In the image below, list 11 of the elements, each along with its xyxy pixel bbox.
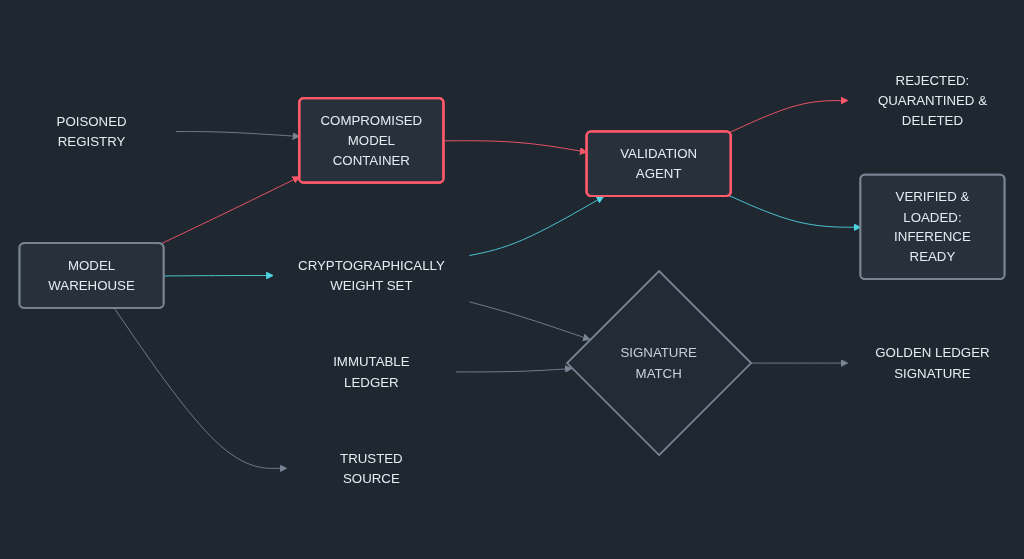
node-label: POISONED REGISTRY [56,113,127,149]
node-label: IMMUTABLE LEDGER [333,353,410,389]
node-label: GOLDEN LEDGER SIGNATURE [875,344,990,380]
process-box: VERIFIED & LOADED: INFERENCE READY [859,173,1006,280]
node-label: REJECTED: QUARANTINED & DELETED [877,72,987,128]
alert-box: VALIDATION AGENT [585,130,732,198]
node-label: TRUSTED SOURCE [340,450,403,486]
node-label: CRYPTOGRAPHICALLY WEIGHT SET [298,257,445,293]
alert-box: COMPROMISED MODEL CONTAINER [298,97,445,184]
process-box: MODEL WAREHOUSE [18,242,165,309]
decision-diamond: SIGNATURE MATCH [565,269,753,457]
